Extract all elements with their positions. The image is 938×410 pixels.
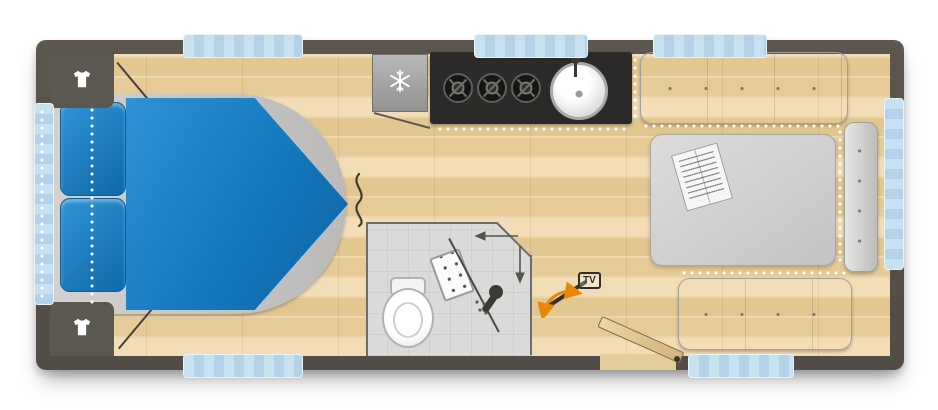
wardrobe-bottom	[50, 302, 114, 356]
led-strip-kitchen-end	[633, 56, 637, 122]
window-bottom-lounge	[688, 354, 794, 378]
fridge	[372, 54, 428, 112]
side-seat-buttons	[857, 136, 862, 256]
window-top-bed	[183, 34, 303, 58]
gas-burner-icon	[511, 73, 541, 103]
window-bottom-bed	[183, 354, 303, 378]
magazine-print	[678, 150, 726, 204]
faucet-icon	[571, 55, 580, 64]
gas-burner-icon	[443, 73, 473, 103]
led-strip-sofa-top	[642, 124, 842, 128]
tshirt-icon	[71, 316, 93, 343]
led-strip-side-seat	[838, 128, 842, 264]
window-top-kitchen	[474, 34, 588, 58]
shower-head-icon	[466, 280, 510, 335]
led-strip-front	[40, 108, 44, 300]
toilet-icon	[382, 288, 434, 348]
led-strip-kitchen	[436, 127, 630, 131]
snowflake-icon	[387, 68, 413, 99]
faucet-neck	[574, 61, 577, 77]
tv-label: TV	[578, 272, 601, 289]
bathroom-wall-left	[366, 222, 368, 356]
led-strip-sofa-bottom	[680, 271, 846, 275]
sofa-buttons	[688, 312, 840, 317]
wardrobe-top	[50, 54, 114, 108]
tshirt-icon	[71, 68, 93, 95]
bathroom-wall-top	[366, 222, 498, 224]
sofa-buttons	[652, 86, 836, 91]
gas-burner-icon	[477, 73, 507, 103]
window-front	[34, 103, 54, 305]
door-hinge	[674, 356, 680, 362]
door-opening	[600, 354, 676, 370]
round-sink-icon	[550, 62, 608, 120]
curtain-squiggle-icon	[348, 172, 370, 233]
swing-arrow-icons	[452, 226, 542, 301]
window-top-lounge	[653, 34, 767, 58]
led-strip-headboard	[90, 106, 94, 306]
window-rear	[884, 98, 904, 270]
bathroom-wall-right	[530, 255, 532, 355]
curved-double-arrow-icon	[537, 281, 583, 323]
